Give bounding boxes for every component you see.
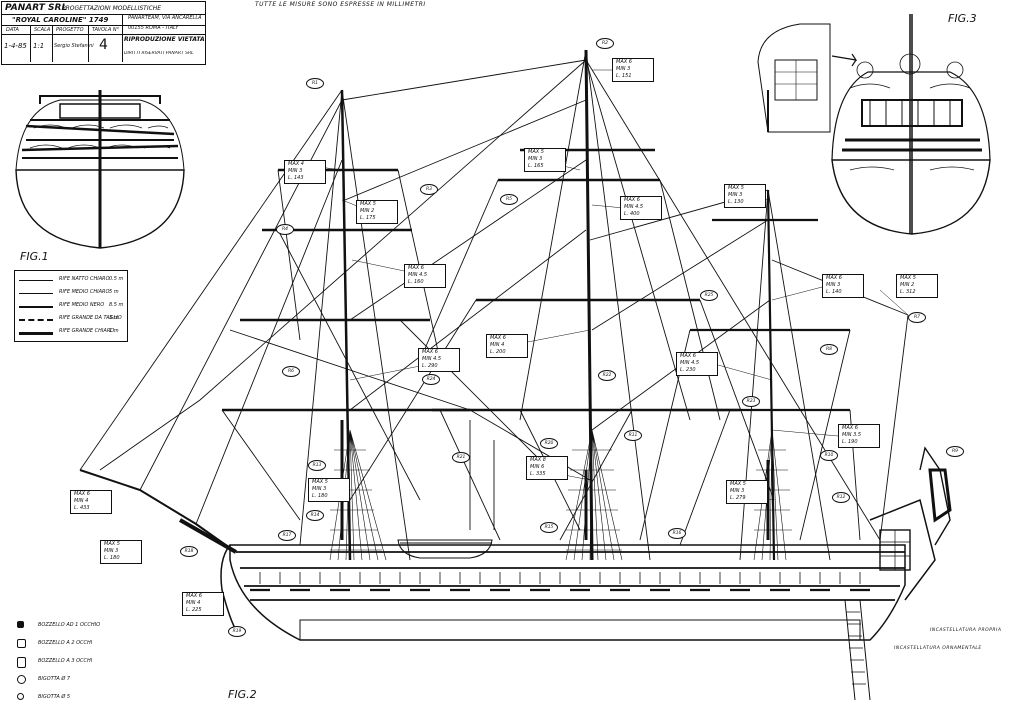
callout-tag: R16 bbox=[668, 528, 686, 539]
callout-tag: R5 bbox=[500, 194, 518, 205]
hull-label: INCASTELLATURA ORNAMENTALE bbox=[894, 646, 982, 651]
callout-tag: R11 bbox=[624, 430, 642, 441]
masts bbox=[79, 49, 909, 561]
callout-tag: R18 bbox=[180, 546, 198, 557]
designer-signature: Sergio Stefanini bbox=[54, 43, 94, 49]
address-line-1: PANARTEAM, VIA ANCARELLA bbox=[128, 15, 202, 21]
callout-tag: R19 bbox=[228, 626, 246, 637]
hull-fig2 bbox=[79, 446, 952, 701]
drawing-scale: 1:1 bbox=[33, 42, 45, 50]
callout-tag: R9 bbox=[946, 446, 964, 457]
col-scale: SCALA bbox=[34, 27, 51, 33]
company-name: PANART SRL bbox=[5, 3, 68, 13]
callout-tag: R3 bbox=[420, 184, 438, 195]
title-block: PANART SRL PROGETTAZIONI MODELLISTICHE "… bbox=[1, 1, 206, 65]
fig3-label: FIG.3 bbox=[948, 12, 977, 25]
callout-tag: R13 bbox=[308, 460, 326, 471]
callout-tag: R25 bbox=[700, 290, 718, 301]
callout-tag: R14 bbox=[306, 510, 324, 521]
callout-tag: R24 bbox=[422, 374, 440, 385]
fig1-label: FIG.1 bbox=[20, 250, 49, 263]
fig2-label: FIG.2 bbox=[228, 688, 257, 701]
units-note: TUTTE LE MISURE SONO ESPRESSE IN MILLIME… bbox=[255, 1, 426, 8]
callout-tag: R15 bbox=[540, 522, 558, 533]
callout-tag: R17 bbox=[278, 530, 296, 541]
stern-view-fig3 bbox=[757, 14, 991, 235]
callout-tag: R1 bbox=[306, 78, 324, 89]
callout-tag: R10 bbox=[820, 450, 838, 461]
callout-tag: R6 bbox=[282, 366, 300, 377]
callout-tag: R2 bbox=[596, 38, 614, 49]
department-name: PROGETTAZIONI MODELLISTICHE bbox=[62, 5, 162, 12]
address-line-2: 00155 ROMA - ITALY bbox=[128, 25, 179, 31]
rights-notice: DIRITTI RISERVATI PANART SRL bbox=[124, 51, 194, 56]
callout-tag: R23 bbox=[742, 396, 760, 407]
sheet-number: 4 bbox=[99, 37, 108, 53]
stern-view-fig1 bbox=[15, 90, 185, 249]
callout-tag: R8 bbox=[820, 344, 838, 355]
copyright-notice: RIPRODUZIONE VIETATA bbox=[124, 36, 205, 43]
col-date: DATA bbox=[6, 27, 19, 33]
callout-tag: R22 bbox=[598, 370, 616, 381]
callout-tag: R12 bbox=[832, 492, 850, 503]
callout-tag: R7 bbox=[908, 312, 926, 323]
callout-tag: R21 bbox=[452, 452, 470, 463]
hull-label: INCASTELLATURA PROPRIA bbox=[930, 628, 1002, 633]
callout-tag: R4 bbox=[276, 224, 294, 235]
col-design: PROGETTO bbox=[56, 27, 84, 33]
col-sheet: TAVOLA N° bbox=[92, 27, 120, 33]
model-name: "ROYAL CAROLINE" 1749 bbox=[12, 16, 109, 24]
drawing-date: 1-4-85 bbox=[4, 42, 27, 50]
callout-tag: R20 bbox=[540, 438, 558, 449]
